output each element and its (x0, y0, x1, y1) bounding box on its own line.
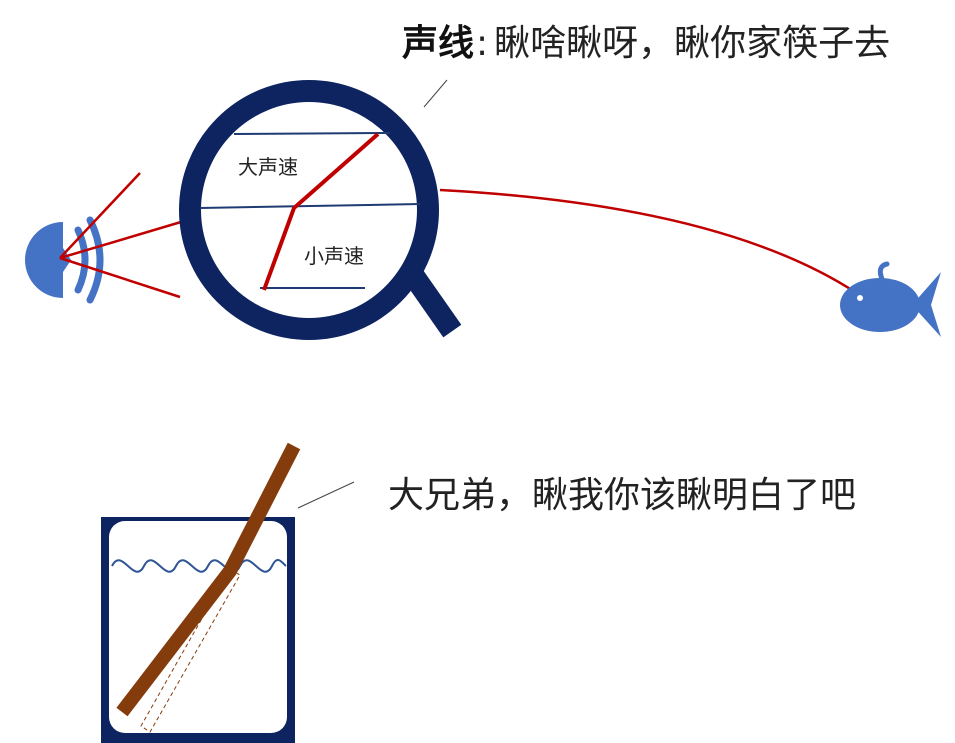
caption-leader-top (423, 79, 448, 108)
chopstick-caption: 大兄弟，瞅我你该瞅明白了吧 (388, 475, 857, 516)
fast-speed-label: 大声速 (238, 155, 298, 179)
water-wave (111, 558, 287, 573)
speaker-ray-up (59, 172, 141, 259)
caption-leader-bottom (297, 481, 355, 509)
sound-ray-curve (439, 188, 856, 294)
sound-line-separator: : (476, 23, 489, 64)
refracted-ray (262, 132, 380, 291)
sound-line-text: 瞅啥瞅呀，瞅你家筷子去 (494, 23, 891, 64)
magnifier-icon (179, 80, 462, 340)
layer-line-top (233, 132, 391, 135)
fish-icon (840, 261, 941, 337)
speaker-ray-main (59, 220, 182, 260)
slow-speed-label: 小声速 (304, 244, 364, 268)
sound-line-caption: 声线:瞅啥瞅呀，瞅你家筷子去 (402, 14, 890, 66)
sound-line-title: 声线 (402, 23, 475, 64)
speaker-ray-down (59, 256, 181, 299)
chopstick-icon (116, 442, 301, 717)
speaker-rays (59, 172, 182, 299)
layer-line-middle (199, 203, 421, 209)
